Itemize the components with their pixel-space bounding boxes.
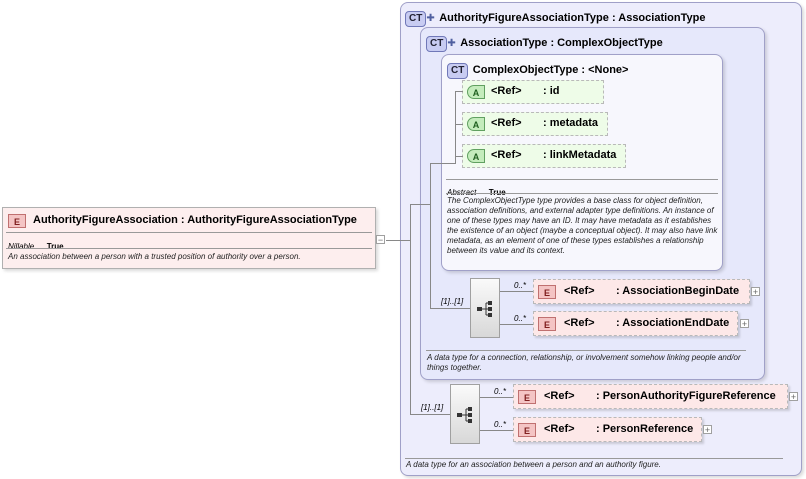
attribute-name: : linkMetadata xyxy=(543,149,617,161)
outer-description: A data type for an association between a… xyxy=(406,460,661,469)
complex-type-badge: CT xyxy=(426,36,448,52)
element-name: : PersonReference xyxy=(596,423,694,435)
element-ref: <Ref> xyxy=(564,285,595,297)
association-header: CT✚ AssociationType : ComplexObjectType xyxy=(426,33,663,52)
attribute-badge: A xyxy=(467,149,485,163)
cardinality: 0..* xyxy=(514,314,527,323)
attribute-badge: A xyxy=(467,117,485,131)
main-element-description: An association between a person with a t… xyxy=(8,252,301,261)
element-person-reference[interactable]: E <Ref> : PersonReference xyxy=(513,417,702,442)
element-ref: <Ref> xyxy=(544,423,575,435)
attribute-id[interactable]: A <Ref> : id xyxy=(462,80,604,104)
minus-icon[interactable]: − xyxy=(376,235,385,245)
outer-title: AuthorityFigureAssociationType : Associa… xyxy=(439,12,706,24)
nillable-value: True xyxy=(46,242,64,251)
attribute-ref: <Ref> xyxy=(491,85,522,97)
element-badge: E xyxy=(538,317,556,331)
outer-header: CT✚ AuthorityFigureAssociationType : Ass… xyxy=(405,8,705,27)
expand-icon: ✚ xyxy=(447,38,456,49)
abstract-row: Abstract True xyxy=(447,182,506,200)
expand-icon: ✚ xyxy=(426,13,435,24)
complex-object-header: CT ComplexObjectType : <None> xyxy=(447,60,628,79)
cardinality: 0..* xyxy=(494,420,507,429)
main-element-title: AuthorityFigureAssociation : AuthorityFi… xyxy=(33,214,357,226)
attribute-metadata[interactable]: A <Ref> : metadata xyxy=(462,112,608,136)
element-name: : AssociationEndDate xyxy=(616,317,730,329)
complex-type-badge: CT xyxy=(447,63,469,79)
attribute-name: : id xyxy=(543,85,560,97)
element-badge: E xyxy=(518,423,536,437)
element-badge: E xyxy=(518,390,536,404)
element-ref: <Ref> xyxy=(544,390,575,402)
plus-icon[interactable]: + xyxy=(751,287,760,297)
sequence-compositor[interactable] xyxy=(450,384,480,444)
nillable-label: Nillable xyxy=(8,242,35,251)
complex-object-description: The ComplexObjectType type provides a ba… xyxy=(447,196,718,255)
nillable-row: Nillable True xyxy=(8,236,64,254)
complex-object-title: ComplexObjectType : <None> xyxy=(472,64,629,76)
association-title: AssociationType : ComplexObjectType xyxy=(460,37,663,49)
element-ref: <Ref> xyxy=(564,317,595,329)
element-association-begin-date[interactable]: E <Ref> : AssociationBeginDate xyxy=(533,279,750,304)
plus-icon[interactable]: + xyxy=(703,425,712,435)
plus-icon[interactable]: + xyxy=(740,319,749,329)
complex-type-badge: CT xyxy=(405,11,427,27)
element-person-authority-figure-reference[interactable]: E <Ref> : PersonAuthorityFigureReference xyxy=(513,384,788,409)
element-badge: E xyxy=(8,214,26,228)
element-badge: E xyxy=(538,285,556,299)
abstract-value: True xyxy=(489,188,506,197)
abstract-label: Abstract xyxy=(447,188,476,197)
element-name: : AssociationBeginDate xyxy=(616,285,740,297)
sequence-icon xyxy=(477,301,492,317)
attribute-linkmetadata[interactable]: A <Ref> : linkMetadata xyxy=(462,144,626,168)
attribute-badge: A xyxy=(467,85,485,99)
element-name: : PersonAuthorityFigureReference xyxy=(596,390,776,402)
main-element[interactable]: E AuthorityFigureAssociation : Authority… xyxy=(2,207,376,269)
sequence-multiplicity: [1]..[1] xyxy=(421,403,444,412)
plus-icon[interactable]: + xyxy=(789,392,798,402)
sequence-icon xyxy=(457,407,472,423)
element-association-end-date[interactable]: E <Ref> : AssociationEndDate xyxy=(533,311,738,336)
cardinality: 0..* xyxy=(514,281,527,290)
sequence-compositor[interactable] xyxy=(470,278,500,338)
sequence-multiplicity: [1]..[1] xyxy=(441,297,464,306)
attribute-name: : metadata xyxy=(543,117,599,129)
cardinality: 0..* xyxy=(494,387,507,396)
association-description: A data type for a connection, relationsh… xyxy=(427,353,741,372)
attribute-ref: <Ref> xyxy=(491,149,522,161)
attribute-ref: <Ref> xyxy=(491,117,522,129)
